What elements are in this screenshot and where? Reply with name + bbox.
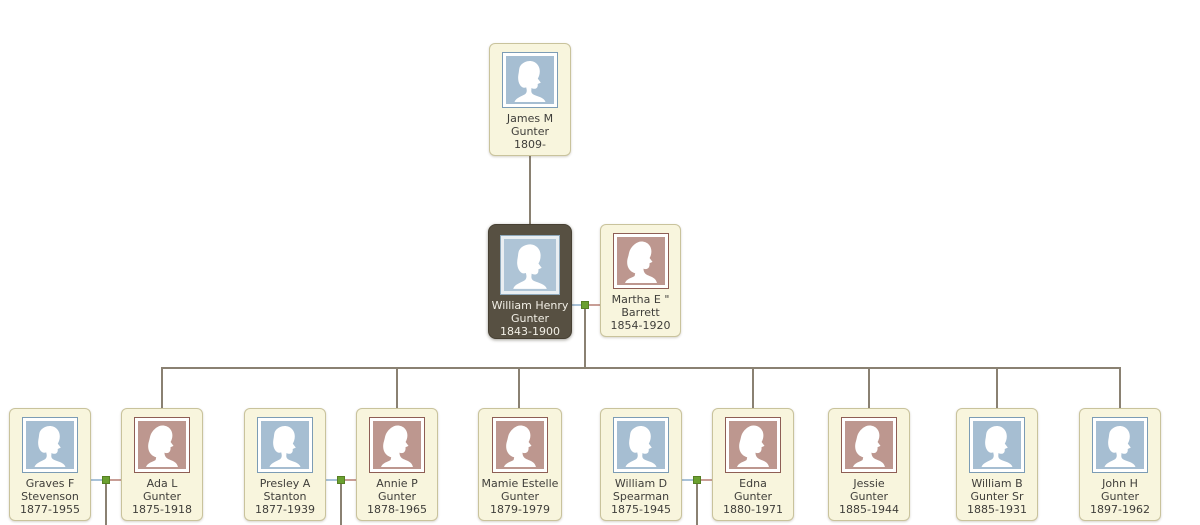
person-surname: Stanton — [263, 490, 307, 503]
marriage-line-right — [345, 479, 356, 481]
female-portrait-icon — [612, 233, 669, 289]
person-surname: Gunter — [142, 490, 182, 503]
female-portrait-icon — [134, 417, 190, 473]
marriage-node-icon — [693, 476, 701, 484]
marriage-line-left — [682, 479, 693, 481]
person-surname: Gunter — [733, 490, 773, 503]
female-portrait-icon — [841, 417, 897, 473]
person-card-annie-p-gunter[interactable]: Annie P Gunter 1878-1965 — [356, 408, 438, 521]
person-given-name: Martha E " — [611, 293, 670, 306]
marriage-line-left — [326, 479, 337, 481]
person-surname: Stevenson — [21, 490, 79, 503]
person-card-ada-l-gunter[interactable]: Ada L Gunter 1875-1918 — [121, 408, 203, 521]
person-given-name: Graves F — [25, 477, 75, 490]
person-lifespan: 1875-1918 — [132, 503, 192, 516]
person-card-william-henry-gunter[interactable]: William Henry Gunter 1843-1900 — [488, 224, 572, 339]
parent-child-line — [529, 156, 531, 224]
person-lifespan: 1879-1979 — [490, 503, 550, 516]
person-lifespan: 1897-1962 — [1090, 503, 1150, 516]
person-card-james-m-gunter[interactable]: James M Gunter 1809- — [489, 43, 571, 156]
person-card-william-b-gunter-sr[interactable]: William B Gunter Sr 1885-1931 — [956, 408, 1038, 521]
marriage-line-left — [91, 479, 102, 481]
person-given-name: William D — [614, 477, 668, 490]
person-lifespan: 1809- — [514, 138, 546, 151]
person-lifespan: 1885-1944 — [839, 503, 899, 516]
marriage-line-left — [572, 304, 581, 306]
person-lifespan: 1877-1939 — [255, 503, 315, 516]
child-drop-line — [396, 369, 398, 408]
person-lifespan: 1880-1971 — [723, 503, 783, 516]
descendants-drop-line — [696, 484, 698, 525]
male-portrait-icon — [1092, 417, 1148, 473]
person-surname: Gunter — [510, 312, 550, 325]
person-given-name: Edna — [739, 477, 767, 490]
marriage-node-icon — [102, 476, 110, 484]
person-given-name: Annie P — [376, 477, 418, 490]
person-card-martha-e-barrett[interactable]: Martha E " Barrett 1854-1920 — [600, 224, 681, 337]
person-surname: Barrett — [621, 306, 660, 319]
male-portrait-icon — [500, 235, 560, 295]
marriage-node-icon — [337, 476, 345, 484]
descendants-drop-line — [340, 484, 342, 525]
person-given-name: Ada L — [146, 477, 178, 490]
person-surname: Gunter — [500, 490, 540, 503]
child-drop-line — [518, 369, 520, 408]
child-drop-line — [752, 369, 754, 408]
sibling-bus-line — [161, 367, 1121, 369]
person-card-presley-a-stanton[interactable]: Presley A Stanton 1877-1939 — [244, 408, 326, 521]
person-surname: Gunter — [849, 490, 889, 503]
person-card-graves-f-stevenson[interactable]: Graves F Stevenson 1877-1955 — [9, 408, 91, 521]
person-card-edna-gunter[interactable]: Edna Gunter 1880-1971 — [712, 408, 794, 521]
marriage-line-right — [110, 479, 121, 481]
marriage-node-icon — [581, 301, 589, 309]
female-portrait-icon — [492, 417, 548, 473]
person-given-name: James M — [506, 112, 554, 125]
person-given-name: William Henry — [491, 299, 569, 312]
union-drop-line — [584, 309, 586, 367]
person-lifespan: 1885-1931 — [967, 503, 1027, 516]
male-portrait-icon — [502, 52, 558, 108]
descendants-drop-line — [105, 484, 107, 525]
person-lifespan: 1843-1900 — [500, 325, 560, 338]
person-given-name: John H — [1102, 477, 1138, 490]
female-portrait-icon — [725, 417, 781, 473]
person-surname: Spearman — [612, 490, 670, 503]
male-portrait-icon — [613, 417, 669, 473]
child-drop-line — [1119, 369, 1121, 408]
person-surname: Gunter — [377, 490, 417, 503]
person-lifespan: 1877-1955 — [20, 503, 80, 516]
child-drop-line — [161, 369, 163, 408]
person-card-john-h-gunter[interactable]: John H Gunter 1897-1962 — [1079, 408, 1161, 521]
person-given-name: Jessie — [853, 477, 885, 490]
male-portrait-icon — [22, 417, 78, 473]
male-portrait-icon — [969, 417, 1025, 473]
person-surname: Gunter Sr — [970, 490, 1024, 503]
child-drop-line — [868, 369, 870, 408]
child-drop-line — [996, 369, 998, 408]
male-portrait-icon — [257, 417, 313, 473]
person-given-name: William B — [971, 477, 1023, 490]
person-surname: Gunter — [510, 125, 550, 138]
person-card-jessie-gunter[interactable]: Jessie Gunter 1885-1944 — [828, 408, 910, 521]
person-given-name: Presley A — [259, 477, 311, 490]
person-lifespan: 1854-1920 — [610, 319, 671, 332]
person-card-mamie-estelle-gunter[interactable]: Mamie Estelle Gunter 1879-1979 — [478, 408, 562, 521]
marriage-line-right — [701, 479, 712, 481]
person-card-william-d-spearman[interactable]: William D Spearman 1875-1945 — [600, 408, 682, 521]
person-surname: Gunter — [1100, 490, 1140, 503]
person-given-name: Mamie Estelle — [481, 477, 559, 490]
marriage-line-right — [589, 304, 600, 306]
female-portrait-icon — [369, 417, 425, 473]
person-lifespan: 1875-1945 — [611, 503, 671, 516]
person-lifespan: 1878-1965 — [367, 503, 427, 516]
